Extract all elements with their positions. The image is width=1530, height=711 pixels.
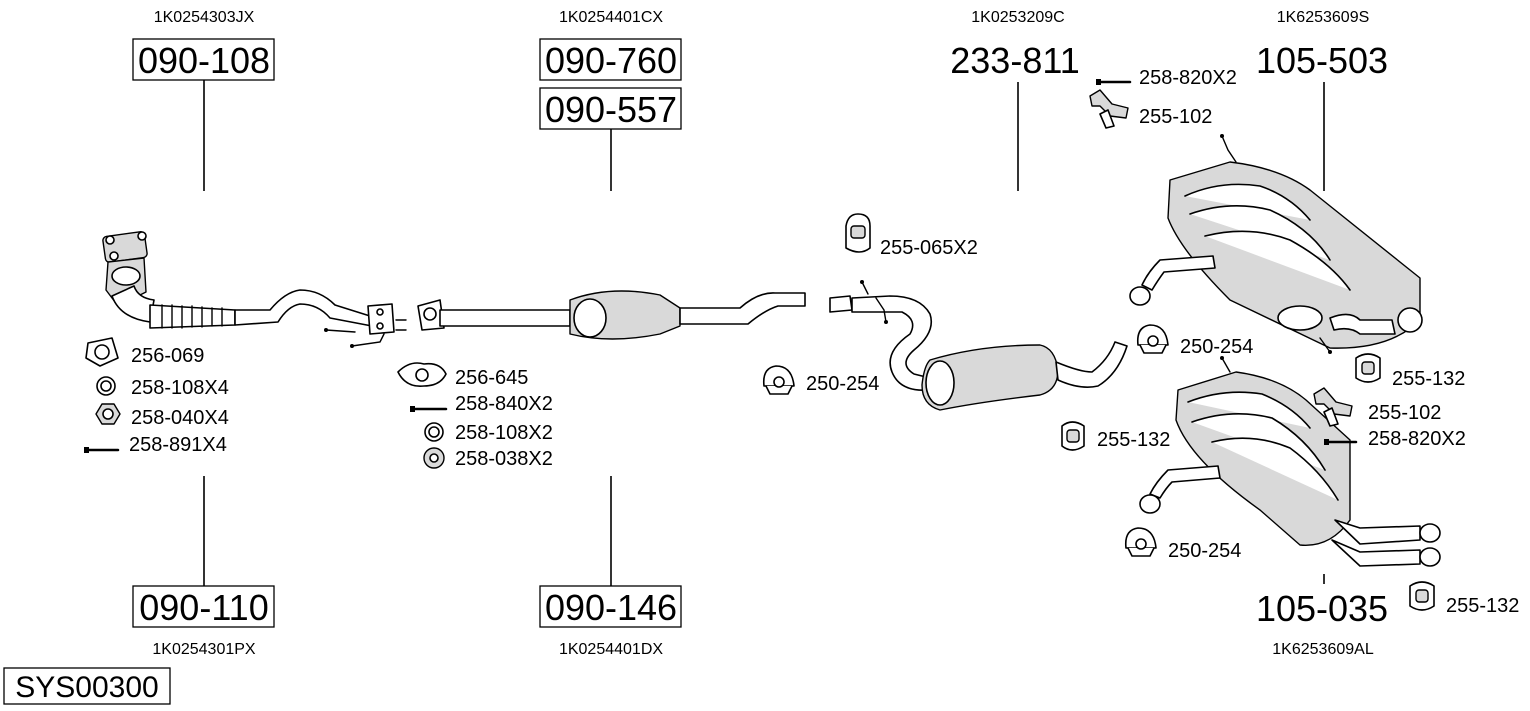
ring-icon [424, 422, 444, 442]
reference-catalyst-alt: 1K0254401DX [559, 641, 663, 658]
bolt-icon [84, 447, 120, 453]
hanger-icon [845, 213, 871, 253]
fitting-label-bolt: 258-891X4 [129, 434, 227, 456]
middle-silencer-drawing[interactable] [829, 280, 1128, 411]
reference-rear-silencer-alt: 1K6253609AL [1272, 641, 1374, 658]
fitting-label-bolt: 258-840X2 [455, 393, 553, 415]
fitting-label-clamp: 250-254 [1180, 336, 1253, 358]
bracket-icon [1313, 387, 1353, 427]
rubber-mount-icon [1409, 581, 1435, 611]
gasket-icon [85, 337, 119, 367]
fitting-label-rubber-mount: 255-132 [1392, 368, 1465, 390]
rear-silencer-drawing[interactable] [1129, 134, 1423, 354]
gasket-icon [397, 362, 447, 388]
clamp-icon [1136, 324, 1169, 354]
fitting-label-bolt: 258-820X2 [1139, 67, 1237, 89]
clamp-icon [1124, 527, 1157, 557]
reference-front-pipe: 1K0254303JX [154, 9, 255, 26]
reference-rear-silencer: 1K6253609S [1277, 9, 1370, 26]
fitting-label-nut: 258-040X4 [131, 407, 229, 429]
nut-icon [95, 403, 121, 425]
fitting-label-ring: 258-108X2 [455, 422, 553, 444]
part-number-front-pipe[interactable]: 090-108 [138, 40, 270, 81]
rubber-mount-icon [1061, 421, 1085, 451]
fitting-label-nut: 258-038X2 [455, 448, 553, 470]
system-id: SYS00300 [15, 671, 158, 704]
bracket-icon [1089, 89, 1129, 129]
system-id-box [3, 667, 171, 705]
rear-silencer-alt-drawing[interactable] [1139, 356, 1441, 567]
part-number-box [539, 38, 682, 81]
fitting-label-rubber-mount: 255-132 [1446, 595, 1519, 617]
fitting-label-gasket: 256-069 [131, 345, 204, 367]
part-number-catalyst-1[interactable]: 090-760 [545, 40, 677, 81]
nut-icon [423, 447, 445, 469]
reference-middle-silencer: 1K0253209C [971, 9, 1064, 26]
fitting-label-hanger: 255-065X2 [880, 237, 978, 259]
clamp-icon [762, 365, 795, 395]
catalyst-drawing[interactable] [417, 290, 806, 340]
fitting-label-clamp: 250-254 [1168, 540, 1241, 562]
part-number-rear-silencer[interactable]: 105-503 [1256, 40, 1388, 81]
bolt-icon [410, 406, 448, 412]
fitting-label-bracket: 255-102 [1139, 106, 1212, 128]
part-number-rear-silencer-alt[interactable]: 105-035 [1256, 588, 1388, 629]
part-number-catalyst-2[interactable]: 090-557 [545, 89, 677, 130]
reference-front-pipe-alt: 1K0254301PX [152, 641, 256, 658]
bolt-icon [1096, 79, 1132, 85]
rubber-mount-icon [1355, 353, 1381, 383]
fitting-label-ring: 258-108X4 [131, 377, 229, 399]
fitting-label-rubber-mount: 255-132 [1097, 429, 1170, 451]
fitting-label-clamp: 250-254 [806, 373, 879, 395]
part-number-middle-silencer[interactable]: 233-811 [950, 40, 1079, 81]
fitting-label-bracket: 255-102 [1368, 402, 1441, 424]
fitting-label-gasket: 256-645 [455, 367, 528, 389]
part-number-catalyst-alt[interactable]: 090-146 [545, 587, 677, 628]
part-number-front-pipe-alt[interactable]: 090-110 [139, 587, 268, 628]
fitting-label-bolt: 258-820X2 [1368, 428, 1466, 450]
reference-catalyst: 1K0254401CX [559, 9, 663, 26]
ring-icon [96, 376, 116, 396]
front-pipe-drawing[interactable] [102, 231, 407, 348]
bolt-icon [1324, 439, 1358, 445]
